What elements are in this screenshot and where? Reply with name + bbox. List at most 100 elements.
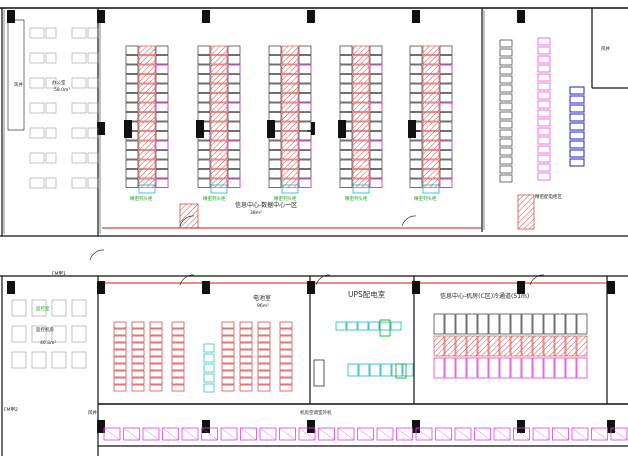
ups-green-2	[395, 363, 407, 379]
right-blue-8	[569, 131, 585, 140]
battery-2-7	[149, 370, 163, 378]
ups-top-2	[357, 321, 369, 331]
battery-7-7	[279, 370, 293, 378]
chair-2-1	[87, 77, 99, 89]
chair-3-1	[87, 102, 99, 114]
rack-hatch-0-3	[138, 74, 156, 84]
right-rack-2	[499, 57, 513, 66]
battery-4-6	[221, 363, 235, 371]
power-area-label: 96m²	[257, 303, 269, 309]
battery-1-6	[131, 363, 145, 371]
ac-diag-18	[454, 427, 472, 441]
right-pink-0	[537, 37, 551, 46]
ups-top-0	[335, 321, 347, 331]
rack-row-label-3: 精密列头柜	[274, 195, 297, 202]
right-rack-14	[499, 165, 513, 174]
column-0	[7, 10, 15, 23]
rack-b-1-1	[227, 55, 241, 65]
fan-room-left	[7, 19, 25, 131]
battery-2-2	[149, 335, 163, 343]
battery-2-0	[149, 321, 163, 329]
monitor-desk-0-3	[71, 299, 87, 317]
row-column-2	[267, 120, 275, 138]
rack-b-0-8	[155, 121, 169, 131]
rack-hatch-3-10	[352, 140, 370, 150]
rack-b-0-2	[155, 64, 169, 74]
row-column-3	[338, 120, 346, 138]
rack-b-1-0	[227, 45, 241, 55]
rack-a-3-7	[339, 112, 353, 122]
desk-6-0	[29, 177, 45, 189]
ac-unit-25	[591, 427, 608, 441]
ac-diag-22	[532, 427, 550, 441]
cool-rack-top-12	[565, 313, 577, 335]
rack-hatch-4-6	[422, 102, 440, 112]
right-rack-12	[499, 147, 513, 156]
battery-0-1	[113, 328, 127, 336]
battery-4-4	[221, 349, 235, 357]
right-blue-4	[569, 95, 585, 104]
battery-4-5	[221, 356, 235, 364]
battery-0-5	[113, 356, 127, 364]
rack-hatch-0-13	[138, 169, 156, 179]
cool-rack-bottom-13	[576, 357, 588, 379]
ups-bottom-2	[369, 363, 381, 377]
rack-a-1-1	[197, 55, 211, 65]
rack-a-4-13	[409, 169, 423, 179]
rack-b-0-6	[155, 102, 169, 112]
battery-5-9	[239, 384, 253, 392]
door-arc-2	[179, 274, 195, 286]
column-2	[202, 10, 210, 23]
ac-diag-26	[610, 427, 628, 441]
right-pink-7	[537, 100, 551, 109]
rack-hatch-3-11	[352, 150, 370, 160]
ac-unit-4	[181, 427, 199, 441]
rack-hatch-2-3	[281, 74, 299, 84]
battery-6-4	[257, 349, 271, 357]
right-pink-2	[537, 55, 551, 64]
rack-hatch-2-12	[281, 159, 299, 169]
rack-hatch-0-11	[138, 150, 156, 160]
rack-b-3-5	[369, 93, 383, 103]
cool-hatch-12	[565, 335, 577, 357]
rack-a-3-12	[339, 159, 353, 169]
battery-1-1	[131, 328, 145, 336]
right-pink-3	[537, 64, 551, 73]
battery-4-8	[221, 377, 235, 385]
battery-5-4	[239, 349, 253, 357]
battery-7-4	[279, 349, 293, 357]
corridor-label: 机房空调室外机	[300, 409, 332, 416]
rack-b-4-6	[439, 102, 453, 112]
right-pink-5	[537, 82, 551, 91]
right-pink-9	[537, 118, 551, 127]
rack-hatch-2-8	[281, 121, 299, 131]
ac-diag-3	[162, 427, 179, 441]
battery-4-1	[221, 328, 235, 336]
rack-a-1-5	[197, 93, 211, 103]
rack-b-2-1	[298, 55, 312, 65]
rack-b-3-13	[369, 169, 383, 179]
ac-diag-19	[474, 427, 491, 441]
desk-3-0	[29, 102, 45, 114]
rack-b-3-4	[369, 83, 383, 93]
ac-diag-13	[357, 427, 374, 441]
rack-hatch-3-0	[352, 45, 370, 55]
monitor-area-label: 40.8m²	[40, 340, 56, 346]
rack-a-3-10	[339, 140, 353, 150]
battery-2-3	[149, 342, 163, 350]
rack-hatch-1-14	[210, 178, 228, 188]
cool-rack-bottom-1	[444, 357, 456, 379]
column-4	[412, 10, 420, 23]
stair-code-1-label: FM甲1	[52, 271, 66, 277]
rack-pink-0-6	[155, 102, 169, 112]
rack-hatch-3-13	[352, 169, 370, 179]
rack-b-2-5	[298, 93, 312, 103]
rack-b-1-2	[227, 64, 241, 74]
rack-b-4-2	[439, 64, 453, 74]
rack-a-4-14	[409, 178, 423, 188]
ac-unit-8	[259, 427, 277, 441]
ac-unit-15	[396, 427, 413, 441]
door-arc-3	[315, 274, 331, 286]
battery-6-0	[257, 321, 271, 329]
ac-unit-11	[318, 427, 335, 441]
